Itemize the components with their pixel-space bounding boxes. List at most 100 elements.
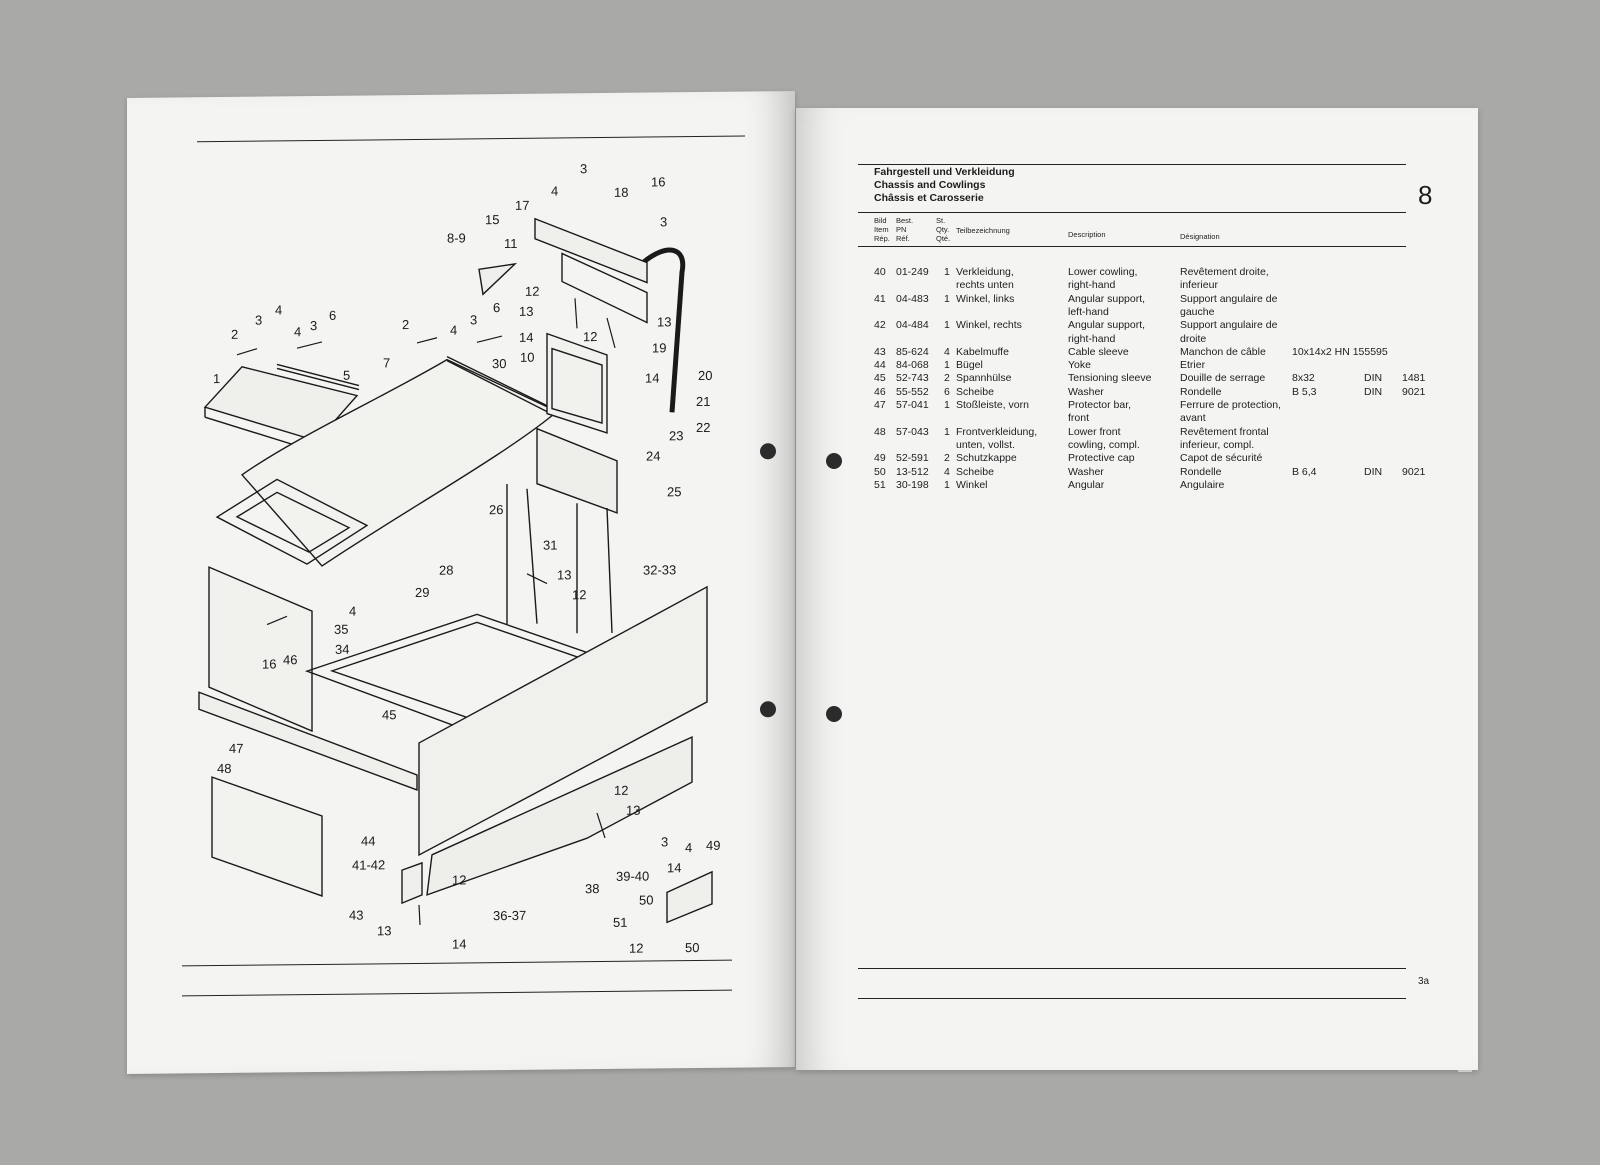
callout-28: 28 (439, 562, 454, 578)
callout-12: 12 (525, 283, 540, 299)
callout-14d: 14 (667, 860, 682, 876)
page-number: 3a (1418, 976, 1430, 987)
cell-pn: 57-041 (896, 399, 929, 411)
right-page: Fahrgestell und Verkleidung Chassis and … (796, 108, 1478, 1070)
part-front-panel (211, 776, 323, 897)
cell-en: Washer (1068, 385, 1104, 398)
part-angular-support (401, 861, 423, 905)
callout-3: 3 (580, 161, 588, 177)
section-title-fr: Châssis et Carosserie (874, 192, 984, 204)
part-triangle (478, 262, 518, 296)
cell-item: 48 (874, 425, 886, 438)
callout-6: 6 (329, 307, 337, 323)
cell-en: right-hand (1068, 332, 1116, 345)
callout-13d: 13 (626, 802, 641, 818)
callout-4f: 4 (685, 840, 693, 856)
callout-13e: 13 (377, 923, 392, 939)
part-top-panel (203, 366, 359, 442)
cell-fr: inferieur, compl. (1180, 438, 1255, 451)
callout-12f: 12 (629, 940, 644, 956)
cell-pn: 85-624 (896, 345, 929, 358)
col-header-item: Bild Item Rép. (874, 216, 890, 243)
cell-pn: 52-743 (896, 372, 929, 385)
cell-pn: 13-512 (896, 465, 929, 478)
punch-hole-bottom-right (826, 706, 842, 722)
callout-29: 29 (415, 584, 430, 600)
cell-de: Spannhülse (956, 372, 1012, 385)
cell-spec: B 5,3 (1292, 385, 1317, 398)
callout-47: 47 (229, 740, 244, 756)
callout-36-37: 36-37 (493, 907, 527, 924)
cell-item: 50 (874, 465, 886, 478)
callout-51: 51 (613, 914, 628, 930)
cell-spec: 10x14x2 HN 155595 (1292, 345, 1388, 358)
callout-13b: 13 (657, 314, 672, 330)
callout-16: 16 (651, 174, 666, 190)
cell-item: 43 (874, 345, 886, 358)
cell-item: 51 (874, 478, 886, 491)
footer-rule-2 (858, 998, 1406, 999)
header-top-rule (858, 164, 1406, 165)
callout-1: 1 (213, 371, 221, 387)
callout-49: 49 (706, 837, 721, 853)
col-header-qty: St. Qty. Qté. (936, 216, 951, 243)
part-left-side-panel (208, 566, 313, 733)
cell-item: 47 (874, 399, 886, 411)
callout-25: 25 (667, 484, 682, 500)
callout-4c: 4 (294, 324, 302, 340)
callout-24: 24 (646, 448, 661, 464)
part-right-side-panel (418, 585, 708, 857)
callout-4e: 4 (349, 603, 357, 619)
callout-48: 48 (217, 760, 232, 777)
header-mid-rule (858, 212, 1406, 213)
cell-item: 42 (874, 319, 886, 332)
section-title-de: Fahrgestell und Verkleidung (874, 166, 1015, 178)
cell-pn: 04-483 (896, 292, 929, 305)
cell-de: unten, vollst. (956, 438, 1015, 451)
cell-de: rechts unten (956, 279, 1014, 292)
part-dashboard (546, 332, 608, 434)
callout-11: 11 (504, 235, 518, 252)
table-row: right-hand droite (874, 333, 1434, 347)
cell-de: Kabelmuffe (956, 345, 1009, 358)
callout-12d: 12 (614, 782, 629, 798)
callout-7: 7 (383, 355, 391, 371)
cell-pn: 30-198 (896, 478, 929, 491)
col-header-de: Teilbezeichnung (956, 226, 1010, 235)
cell-en: Angular support, (1068, 319, 1146, 332)
cell-pn: 84-068 (896, 359, 929, 372)
cell-fr: Capot de sécurité (1180, 452, 1263, 465)
cell-en: Angular (1068, 478, 1105, 491)
cell-item: 45 (874, 372, 886, 385)
cell-qty: 1 (944, 359, 950, 372)
callout-4b: 4 (275, 302, 283, 318)
section-title-en: Chassis and Cowlings (874, 179, 986, 191)
footer-rule-1 (858, 968, 1406, 969)
cell-qty: 1 (944, 292, 950, 305)
cell-fr: Manchon de câble (1180, 345, 1266, 358)
col-header-en: Description (1068, 230, 1106, 239)
callout-31: 31 (543, 537, 558, 553)
cell-fr: gauche (1180, 305, 1215, 318)
callout-5: 5 (343, 367, 351, 383)
cell-fr: droite (1180, 332, 1207, 345)
callout-23: 23 (669, 428, 684, 444)
cell-en: Cable sleeve (1068, 345, 1129, 358)
callout-30: 30 (492, 356, 507, 372)
part-lower-cowling (426, 736, 693, 896)
part-front-bumper (198, 691, 418, 791)
callout-12e: 12 (452, 872, 467, 888)
cell-de: Winkel, rechts (956, 319, 1022, 332)
cell-fr: Revêtement droite, (1180, 266, 1269, 278)
cell-qty: 2 (944, 372, 950, 385)
callout-22: 22 (696, 419, 711, 436)
header-bottom-rule (858, 246, 1406, 247)
cell-n1: DIN (1364, 372, 1383, 385)
